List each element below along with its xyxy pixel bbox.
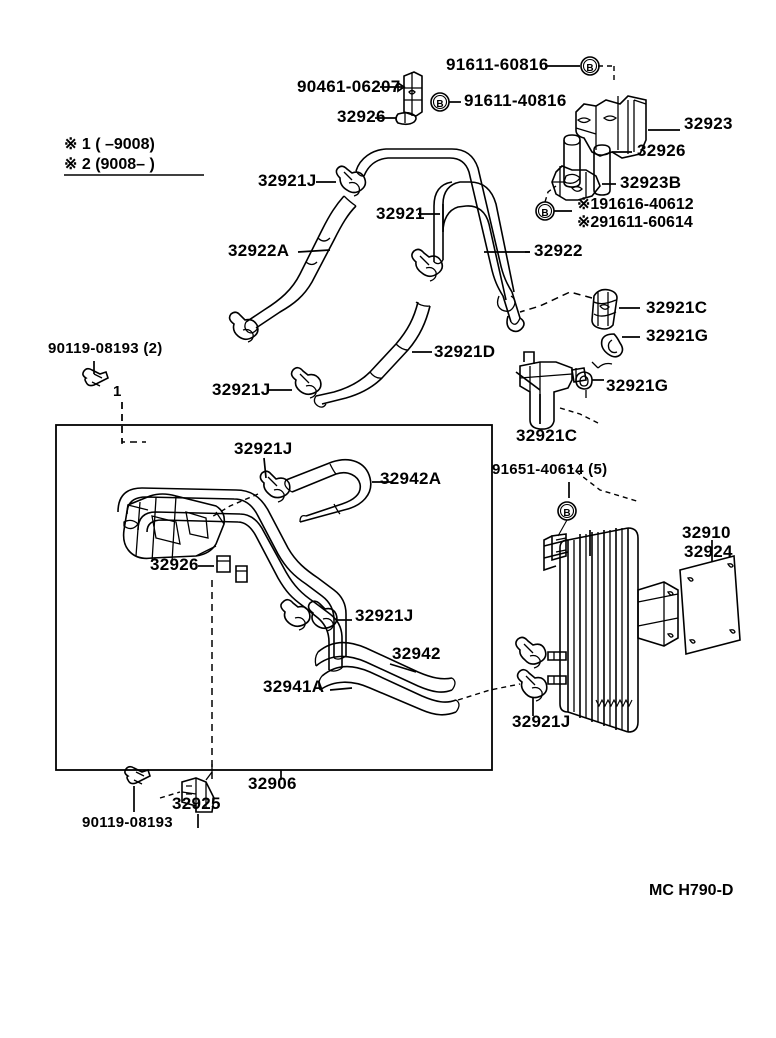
label-32921j-box-upper: 32921J — [234, 439, 293, 458]
label-90461-06207: 90461-06207 — [297, 77, 401, 96]
label-32910: 32910 — [682, 523, 731, 542]
label-32924: 32924 — [684, 542, 733, 561]
union-32921c-upper-icon — [591, 288, 618, 330]
label-32926-top: 32926 — [337, 107, 386, 126]
valve-32921c-lower-icon — [519, 351, 587, 430]
hose-32942a-icon — [284, 458, 372, 523]
oring-32921g-upper-icon — [600, 333, 624, 358]
marker-b-circle-second: B — [430, 92, 450, 112]
clamp-32921j-cooler-lower-icon — [516, 668, 548, 702]
label-32921j-b: 32921J — [212, 380, 271, 399]
clamp-32921j-upper-icon — [335, 165, 367, 197]
clamp-lower-32922a-icon — [228, 311, 259, 343]
oil-cooler-32910-icon — [543, 527, 679, 733]
hose-32922a-icon — [244, 195, 357, 334]
bracket-32923b-icon — [551, 165, 601, 201]
grommet-32926-cylinders-icon — [563, 134, 611, 196]
label-32923: 32923 — [684, 114, 733, 133]
label-32942a: 32942A — [380, 469, 442, 488]
drawing-code: MC H790-D — [649, 882, 734, 899]
svg-text:1: 1 — [113, 383, 121, 400]
clamp-32921j-mid-icon — [411, 248, 444, 282]
label-90119-08193-lower: 90119-08193 — [82, 814, 173, 831]
clip-32926-box-icon — [216, 555, 248, 583]
grommet-32926-top-icon — [395, 111, 417, 126]
svg-text:B: B — [541, 208, 548, 219]
legend-line-1: ※ 1 ( –9008) — [64, 136, 155, 153]
label-32922: 32922 — [534, 241, 583, 260]
label-32906: 32906 — [248, 774, 297, 793]
bracket-32923-icon — [575, 95, 647, 159]
label-32921g-lower: 32921G — [606, 376, 669, 395]
fitting-90461-06207-icon — [403, 71, 423, 117]
label-32921: 32921 — [376, 204, 425, 223]
tube-32922-icon — [355, 148, 525, 333]
label-32926-cyl: 32926 — [637, 141, 686, 160]
label-91611-40816: 91611-40816 — [464, 91, 567, 110]
marker-b-circle-top: B — [580, 56, 600, 76]
label-32942: 32942 — [392, 644, 441, 663]
hose-32921d-icon — [313, 301, 431, 408]
label-91651-40614: 91651-40614 (5) — [492, 461, 608, 478]
label-32926-box: 32926 — [150, 555, 199, 574]
label-32921c-upper: 32921C — [646, 298, 708, 317]
marker-b-circle-cooler: B — [557, 501, 577, 521]
svg-text:B: B — [586, 63, 593, 74]
oring-32921g-lower-icon — [575, 361, 613, 398]
label-90119-08193-upper: 90119-08193 (2) — [48, 340, 163, 357]
label-32925: 32925 — [172, 794, 221, 813]
bolt-90119-08193-lower-icon — [124, 765, 151, 785]
transmission-group-box — [55, 424, 493, 771]
legend-line-2: ※ 2 (9008– ) — [64, 156, 155, 173]
bolt-90119-08193-upper-icon — [82, 367, 109, 387]
label-32921j-box-mid: 32921J — [355, 606, 414, 625]
tube-32921-icon — [433, 181, 516, 312]
label-32921j-a: 32921J — [258, 171, 317, 190]
marker-b-circle-footnote: B — [535, 201, 555, 221]
cover-plate-32924-icon — [679, 554, 741, 656]
label-32921d: 32921D — [434, 342, 496, 361]
svg-text:B: B — [563, 508, 570, 519]
footnote-1: ※191616-40612 — [577, 196, 694, 213]
clamp-32921j-cooler-upper-icon — [515, 636, 547, 669]
label-32923b: 32923B — [620, 173, 682, 192]
clamp-32921j-box-upper-icon — [259, 470, 291, 503]
label-32941a: 32941A — [263, 677, 325, 696]
label-32921c-lower: 32921C — [516, 426, 578, 445]
footnote-2: ※291611-60614 — [577, 214, 693, 231]
label-32922a: 32922A — [228, 241, 290, 260]
clamp-32921j-lower-icon — [290, 366, 322, 399]
clamp-32921j-pair-icon — [280, 598, 338, 632]
bracket-32925-icon — [181, 777, 215, 813]
label-32921g-upper: 32921G — [646, 326, 709, 345]
svg-text:B: B — [436, 99, 443, 110]
label-91611-60816: 91611-60816 — [446, 55, 549, 74]
label-32921j-cooler: 32921J — [512, 712, 571, 731]
hose-32941a-32942-icon — [314, 641, 460, 716]
